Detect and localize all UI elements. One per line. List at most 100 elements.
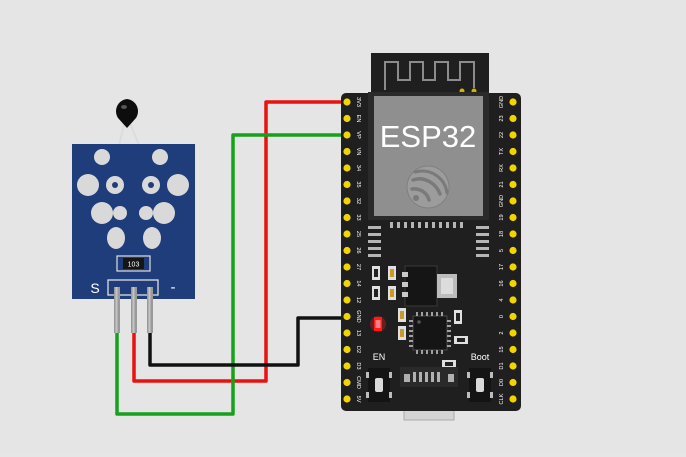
left-pin[interactable] (343, 296, 351, 304)
right-pin[interactable] (509, 180, 517, 189)
left-pin-label: CMD (355, 376, 361, 389)
sensor-resistor (123, 258, 144, 269)
left-pin[interactable] (343, 131, 351, 139)
right-pin-label: 18 (499, 231, 505, 237)
en-label: EN (373, 352, 386, 362)
right-pin[interactable] (509, 98, 517, 106)
right-pin[interactable] (509, 230, 517, 238)
right-pin[interactable] (509, 197, 517, 205)
right-pin-label: 23 (499, 115, 505, 121)
right-pin-label: TX (499, 148, 505, 155)
left-pin[interactable] (343, 263, 351, 271)
left-pin[interactable] (343, 395, 351, 403)
right-pin[interactable] (509, 279, 517, 288)
thermistor-module[interactable]: 103 S - (72, 99, 195, 333)
boot-button[interactable] (467, 368, 493, 402)
left-pin[interactable] (343, 197, 351, 205)
left-pin[interactable] (343, 246, 351, 255)
right-pin-label: 15 (499, 346, 505, 352)
wire-black-gnd[interactable] (148, 316, 347, 367)
left-pin-label: 13 (355, 330, 361, 336)
right-pin[interactable] (509, 312, 517, 321)
sensor-ground-label: - (171, 279, 176, 296)
left-pin-label: 26 (355, 247, 361, 253)
antenna-trace (384, 61, 475, 90)
left-pin[interactable] (343, 180, 351, 189)
right-pin-label: CLK (499, 393, 505, 404)
right-pin[interactable] (509, 246, 517, 255)
right-pin[interactable] (509, 114, 517, 123)
right-pin[interactable] (509, 395, 517, 403)
sensor-pcb (72, 144, 195, 299)
thermistor-bead (116, 99, 138, 128)
right-pin[interactable] (509, 131, 517, 139)
right-pin[interactable] (509, 263, 517, 271)
right-pin[interactable] (509, 164, 517, 172)
smd-components (372, 265, 468, 368)
left-pin-label: 32 (355, 198, 361, 204)
left-pin-label: VN (355, 148, 361, 156)
sensor-resistor-label: 103 (128, 262, 140, 269)
right-pin[interactable] (509, 362, 517, 370)
power-led (370, 316, 386, 332)
left-pin[interactable] (343, 230, 351, 238)
left-pin-label: VP (355, 131, 361, 139)
right-pin-label: 22 (499, 132, 505, 138)
left-pin-label: 5V (355, 396, 361, 403)
right-pin-label: RX (499, 164, 505, 172)
left-pin-label: 34 (355, 165, 361, 171)
left-pin[interactable] (343, 98, 351, 106)
right-pin-label: 16 (499, 280, 505, 286)
left-pin-label: GND (355, 310, 361, 322)
esp32-board[interactable]: ESP32 (341, 53, 521, 421)
antenna-module (371, 53, 489, 96)
usb-contacts (404, 372, 454, 382)
wire-green-vp[interactable] (115, 133, 347, 416)
right-pin-label: 19 (499, 214, 505, 220)
left-pin-label: 27 (355, 264, 361, 270)
right-pin-label: 17 (499, 264, 505, 270)
right-pin-label: 21 (499, 181, 505, 187)
left-pin-label: 12 (355, 297, 361, 303)
left-pin[interactable] (343, 114, 351, 123)
left-pin-header[interactable]: 3V3ENVPVN343532332526271412GND13D2D3CMD5… (343, 97, 361, 403)
boot-label: Boot (471, 352, 490, 362)
right-pin-label: GND (499, 96, 505, 108)
right-pin[interactable] (509, 147, 517, 156)
left-pin-label: 3V3 (355, 97, 361, 107)
left-pin[interactable] (343, 279, 351, 288)
thermistor-highlight (121, 105, 127, 109)
left-pin[interactable] (343, 147, 351, 156)
left-pin-label: 33 (355, 214, 361, 220)
left-pin[interactable] (343, 345, 351, 354)
left-pin-label: 25 (355, 231, 361, 237)
left-pin-label: D2 (355, 346, 361, 353)
chip-label: ESP32 (380, 119, 477, 154)
right-pin[interactable] (509, 296, 517, 304)
left-pin[interactable] (343, 164, 351, 172)
right-pin[interactable] (509, 378, 517, 387)
en-button[interactable] (366, 368, 392, 402)
left-pin[interactable] (343, 378, 351, 387)
left-pin[interactable] (343, 362, 351, 370)
left-pin[interactable] (343, 329, 351, 337)
right-pin-label: 5 (499, 249, 505, 252)
usb-uart-chip (409, 312, 451, 354)
left-pin[interactable] (343, 312, 351, 321)
left-pin[interactable] (343, 213, 351, 222)
right-pin[interactable] (509, 345, 517, 354)
left-pin-label: 14 (355, 280, 361, 286)
right-pin[interactable] (509, 329, 517, 337)
sensor-header-pins[interactable] (114, 287, 153, 333)
wire-red-3v3[interactable] (132, 100, 347, 383)
right-pin-label: 4 (499, 298, 505, 301)
right-pin-label: GND (499, 195, 505, 207)
right-pin[interactable] (509, 213, 517, 222)
left-pin-label: D3 (355, 362, 361, 369)
right-pin-label: D1 (499, 362, 505, 369)
right-pin-label: 2 (499, 331, 505, 334)
left-pin-label: EN (355, 115, 361, 123)
